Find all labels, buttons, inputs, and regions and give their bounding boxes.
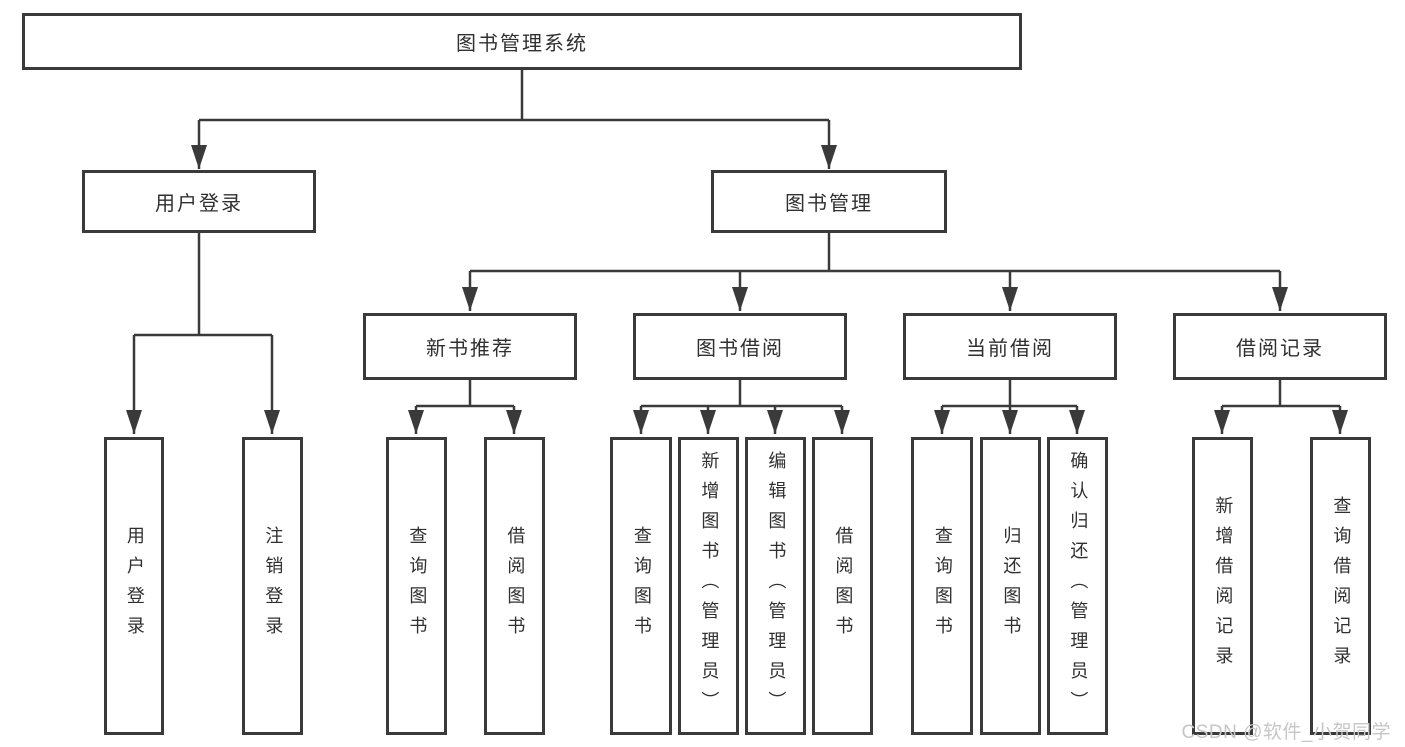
- leaf-query-books-current-label: 查询图书: [932, 526, 953, 646]
- node-root: 图书管理系统: [22, 13, 1022, 70]
- leaf-query-books-borrowing-label: 查询图书: [631, 526, 652, 646]
- leaf-return-book: 归还图书: [980, 437, 1041, 735]
- node-current-borrowing-label: 当前借阅: [966, 338, 1054, 360]
- leaf-borrow-books-borrowing-label: 借阅图书: [833, 526, 854, 646]
- leaf-add-book-admin: 新增图书（管理员）: [678, 437, 739, 735]
- node-book-management: 图书管理: [711, 170, 947, 233]
- leaf-edit-book-admin: 编辑图书（管理员）: [745, 437, 806, 735]
- leaf-borrow-books-recommend-label: 借阅图书: [505, 526, 526, 646]
- leaf-add-book-admin-label: 新增图书（管理员）: [699, 451, 720, 721]
- leaf-add-borrow-record-label: 新增借阅记录: [1213, 496, 1234, 676]
- leaf-query-books-recommend: 查询图书: [386, 437, 447, 735]
- node-borrow-records: 借阅记录: [1173, 313, 1387, 380]
- leaf-user-login: 用户登录: [104, 437, 164, 735]
- node-current-borrowing: 当前借阅: [903, 313, 1117, 380]
- node-borrow-records-label: 借阅记录: [1236, 338, 1324, 360]
- leaf-query-borrow-record-label: 查询借阅记录: [1331, 496, 1352, 676]
- node-new-book-recommend: 新书推荐: [363, 313, 577, 380]
- leaf-query-books-recommend-label: 查询图书: [407, 526, 428, 646]
- node-book-management-label: 图书管理: [785, 193, 873, 215]
- csdn-watermark: CSDN @软件_小贺同学: [1181, 722, 1391, 743]
- node-new-book-recommend-label: 新书推荐: [426, 338, 514, 360]
- leaf-return-book-label: 归还图书: [1001, 526, 1022, 646]
- leaf-confirm-return-admin-label: 确认归还（管理员）: [1068, 451, 1089, 721]
- node-book-borrowing-label: 图书借阅: [696, 338, 784, 360]
- leaf-add-borrow-record: 新增借阅记录: [1192, 437, 1253, 735]
- node-root-label: 图书管理系统: [456, 33, 588, 55]
- leaf-logout-label: 注销登录: [263, 526, 284, 646]
- leaf-query-borrow-record: 查询借阅记录: [1310, 437, 1371, 735]
- leaf-user-login-label: 用户登录: [124, 526, 145, 646]
- leaf-query-books-current: 查询图书: [911, 437, 973, 735]
- node-book-borrowing: 图书借阅: [633, 313, 847, 380]
- leaf-logout: 注销登录: [242, 437, 303, 735]
- leaf-confirm-return-admin: 确认归还（管理员）: [1047, 437, 1108, 735]
- leaf-borrow-books-borrowing: 借阅图书: [812, 437, 873, 735]
- node-user-login-label: 用户登录: [155, 193, 243, 215]
- leaf-edit-book-admin-label: 编辑图书（管理员）: [766, 451, 787, 721]
- leaf-borrow-books-recommend: 借阅图书: [484, 437, 545, 735]
- node-user-login: 用户登录: [82, 170, 316, 233]
- leaf-query-books-borrowing: 查询图书: [610, 437, 672, 735]
